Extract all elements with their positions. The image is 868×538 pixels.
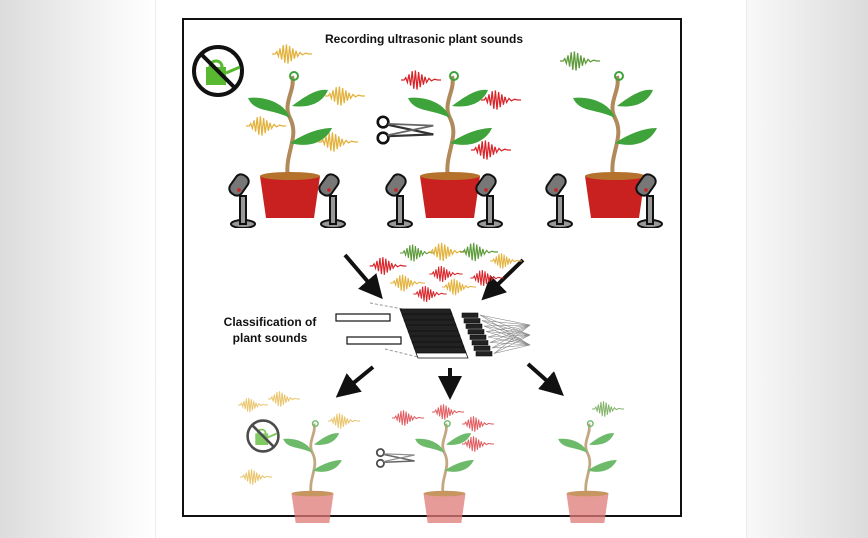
classification-label: Classification of plant sounds [215, 314, 325, 346]
control-plant-panel [545, 50, 663, 228]
drought-sound-wave [246, 115, 286, 137]
drought-sound-wave [238, 397, 268, 413]
network-connection [481, 320, 531, 336]
dense-layer-slice [467, 329, 485, 335]
conv-layer-slice [399, 308, 453, 315]
cut-sound-wave [392, 409, 424, 427]
cut-sound-wave [428, 265, 464, 283]
dense-layer-slice [469, 334, 487, 340]
network-connection [489, 324, 531, 343]
sound-mixture [369, 242, 522, 303]
network-connection [487, 336, 531, 346]
dense-layer-slice [471, 340, 489, 346]
microphone-icon [318, 170, 346, 228]
network-connection [487, 334, 531, 338]
dense-layer-slice [475, 351, 493, 357]
network-connection [481, 320, 531, 326]
classified-control-panel [556, 400, 624, 523]
network-connection [491, 344, 531, 349]
plant-icon [413, 419, 476, 523]
cut-sound-wave [400, 69, 442, 91]
plant-icon [246, 70, 334, 218]
scissors-icon [376, 115, 435, 145]
conv-layer-slice [415, 352, 469, 359]
control-sound-wave [460, 242, 498, 262]
drought-sound-wave [272, 43, 312, 65]
network-connection [493, 324, 531, 354]
drought-sound-wave [390, 274, 425, 292]
drought-sound-wave [328, 412, 360, 430]
classification-label-line1: Classification of [223, 315, 317, 329]
classification-label-line2: plant sounds [232, 331, 308, 345]
network-connection [483, 324, 531, 327]
classified-cut-panel [375, 403, 494, 523]
cut-sound-wave [470, 139, 512, 161]
scissors-icon [375, 447, 416, 469]
network-connection [485, 331, 531, 336]
control-sound-wave [560, 50, 600, 72]
dense-layer-slice [463, 318, 481, 324]
arrow-in-left [343, 253, 383, 300]
conv-layer-slice [403, 319, 457, 326]
cut-sound-wave [462, 415, 494, 433]
plant-icon [556, 419, 619, 523]
dense-layer-slice [473, 345, 491, 351]
network-connection [483, 325, 531, 336]
cut-sound-wave [369, 256, 407, 276]
dense-layer-slice [465, 323, 483, 329]
network-connection [479, 314, 531, 326]
figure-title: Recording ultrasonic plant sounds [324, 32, 524, 46]
cut-sound-wave [412, 285, 448, 303]
network-connection [489, 342, 531, 346]
conv-layer-slice [401, 314, 455, 320]
drought-sound-wave [240, 468, 272, 486]
drought-sound-wave [442, 278, 476, 296]
plant-icon [281, 419, 344, 523]
arrow-in-right [481, 258, 525, 301]
conv-layer-slice [411, 341, 465, 348]
no-watering-icon [246, 419, 280, 453]
neural-network-classifier [335, 302, 531, 359]
arrow-out-right [526, 362, 564, 396]
drought-plant-panel [192, 43, 365, 228]
drought-sound-wave [325, 85, 365, 107]
network-connection [493, 334, 531, 354]
input-bar [335, 313, 391, 322]
control-sound-wave [400, 243, 435, 263]
drought-sound-wave [268, 390, 300, 408]
conv-layer-slice [409, 336, 463, 342]
control-sound-wave [592, 400, 624, 418]
network-connection [483, 325, 531, 346]
dense-layer-slice [461, 312, 479, 318]
cut-plant-panel [376, 69, 522, 228]
network-connection [491, 324, 531, 349]
network-connection [481, 320, 531, 346]
microphone-icon [228, 170, 256, 228]
microphone-icon [545, 170, 573, 228]
arrow-out-left [335, 365, 375, 398]
cut-sound-wave [432, 403, 464, 421]
network-connection [489, 334, 531, 343]
microphone-icon [385, 170, 413, 228]
conv-layer-slice [407, 330, 461, 337]
cut-sound-wave [480, 89, 522, 111]
conv-layer-slice [413, 347, 467, 353]
input-bar [346, 336, 402, 345]
conv-layer-slice [405, 325, 459, 331]
network-connection [491, 334, 531, 349]
no-watering-icon [192, 45, 244, 97]
classified-drought-panel [238, 390, 360, 523]
network-connection [487, 324, 531, 338]
network-connection [493, 344, 531, 354]
network-connection [485, 324, 531, 332]
